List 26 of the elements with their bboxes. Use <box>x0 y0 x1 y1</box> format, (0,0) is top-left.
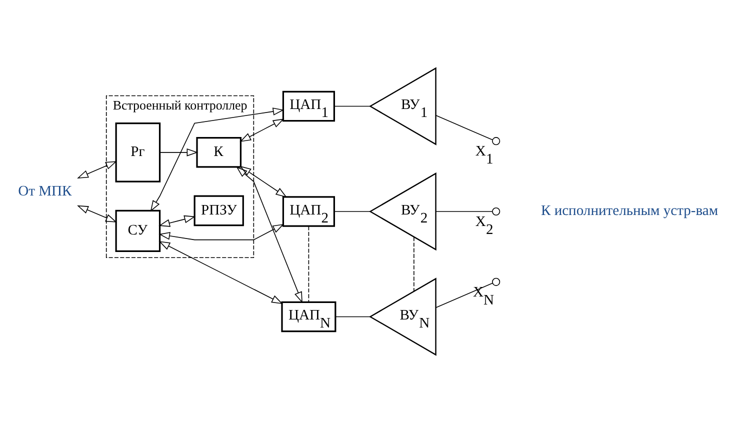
node-circle <box>492 136 500 145</box>
arrow <box>77 160 117 178</box>
arrow <box>236 166 302 303</box>
node-box: Рг <box>115 122 161 182</box>
node-box: РПЗУ <box>194 194 244 226</box>
arrow <box>150 107 284 212</box>
connector <box>435 282 493 308</box>
arrow <box>240 165 288 198</box>
node-box: СУ <box>115 209 161 252</box>
node-circle <box>492 206 500 216</box>
connector <box>334 105 370 106</box>
connector <box>435 210 493 212</box>
connector <box>308 225 310 302</box>
node-circle <box>492 277 500 286</box>
arrow <box>158 223 284 240</box>
arrow <box>240 118 284 142</box>
connector <box>335 316 370 317</box>
label: К исполнительным устр-вам <box>540 202 718 219</box>
arrow <box>158 214 196 226</box>
arrow <box>77 204 117 222</box>
connector <box>435 114 493 140</box>
node-box: К <box>196 136 242 168</box>
connector <box>334 210 370 212</box>
arrow <box>158 240 283 304</box>
node-text: От МПК <box>18 183 72 200</box>
arrow <box>159 148 198 156</box>
